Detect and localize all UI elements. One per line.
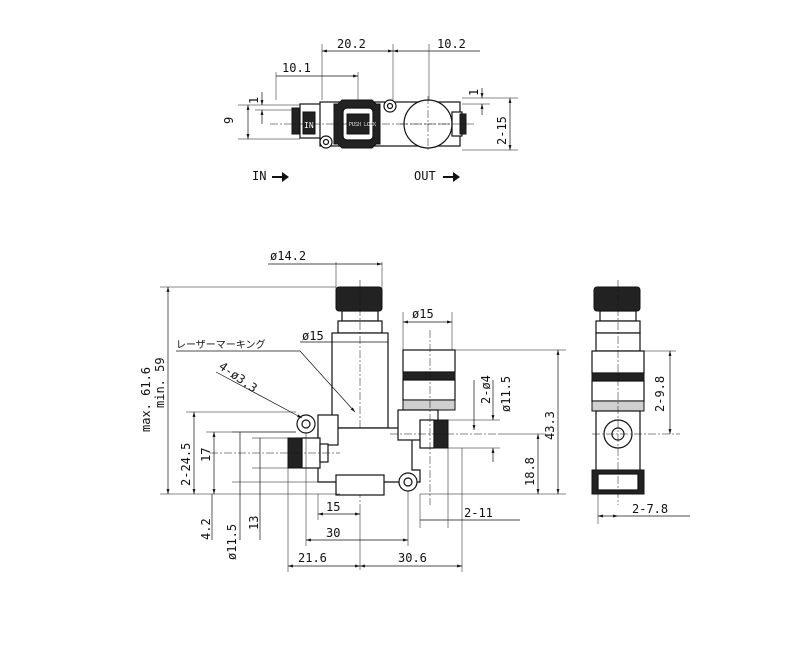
dim-max-61-6: max. 61.6 (139, 367, 153, 432)
dim-30: 30 (326, 526, 340, 540)
in-tag-text: IN (304, 121, 314, 130)
dim-2-15: 2-15 (495, 116, 509, 145)
dim-dia-11-5-left: ø11.5 (225, 524, 239, 560)
dim-20-2: 20.2 (337, 37, 366, 51)
dim-15: 15 (326, 500, 340, 514)
dim-30-6: 30.6 (398, 551, 427, 565)
in-arrow-icon (272, 172, 289, 182)
dim-dia-14-2: ø14.2 (270, 249, 306, 263)
out-label: OUT (414, 169, 436, 183)
dim-10-2: 10.2 (437, 37, 466, 51)
knob-text: PUSH LOCK (349, 122, 376, 128)
dim-2-dia-4: 2-ø4 (479, 375, 493, 404)
dim-dia-15-top: ø15 (412, 307, 434, 321)
dim-dia-15-body: ø15 (302, 329, 324, 343)
out-arrow-icon (443, 172, 460, 182)
top-view: 20.2 10.2 10.1 9 1 2-15 1 IN (222, 37, 518, 183)
dim-4-holes: 4-ø3.3 (216, 359, 260, 395)
dim-17: 17 (199, 448, 213, 462)
dim-9: 9 (222, 117, 236, 124)
dim-1-right: 1 (467, 89, 481, 96)
dim-13: 13 (247, 516, 261, 530)
dim-min-59: min. 59 (153, 357, 167, 408)
dim-21-6: 21.6 (298, 551, 327, 565)
dim-2-24-5: 2-24.5 (179, 443, 193, 486)
dim-10-1: 10.1 (282, 61, 311, 75)
in-label: IN (252, 169, 266, 183)
dim-18-8: 18.8 (523, 457, 537, 486)
side-view: 2-9.8 2-7.8 (591, 280, 690, 524)
dim-4-2: 4.2 (199, 518, 213, 540)
dim-1-left: 1 (247, 97, 261, 104)
dim-dia-11-5-right: ø11.5 (499, 376, 513, 412)
front-view: ø14.2 ø15 (139, 249, 566, 572)
dim-2-7-8: 2-7.8 (632, 502, 668, 516)
dim-2-11: 2-11 (464, 506, 493, 520)
dim-43-3: 43.3 (543, 411, 557, 440)
laser-marking-label: レーザーマーキング (176, 338, 266, 351)
dim-2-9-8: 2-9.8 (653, 376, 667, 412)
